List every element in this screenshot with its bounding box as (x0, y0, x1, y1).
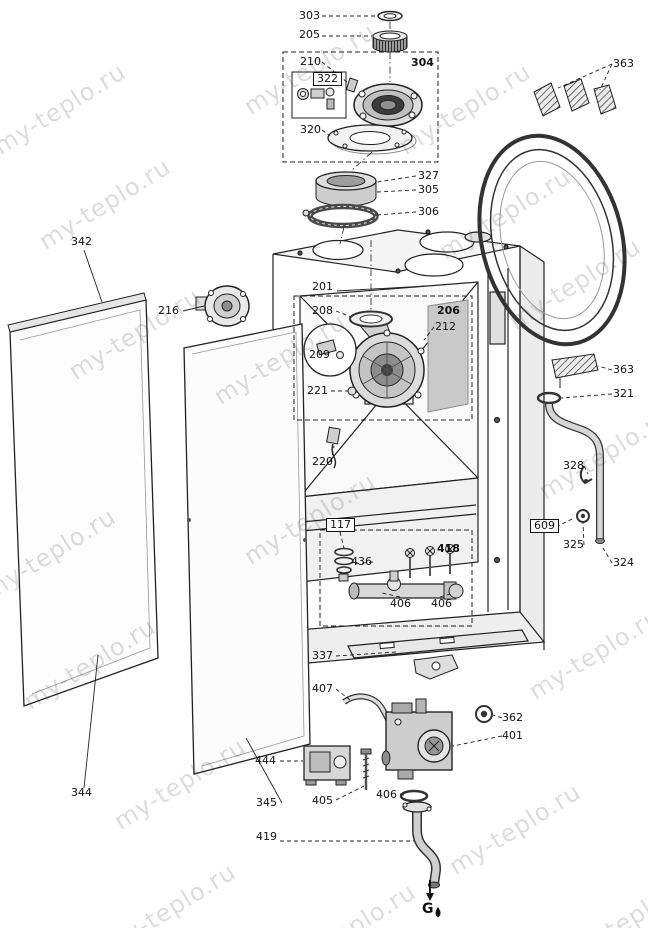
part-label-117: 117 (326, 518, 355, 533)
part-label-321: 321 (613, 387, 634, 400)
part-label-405: 405 (312, 794, 333, 807)
part-406-gasket-bottom (399, 789, 429, 803)
part-363-clamps (533, 78, 617, 117)
part-label-345: 345 (256, 796, 277, 809)
gas-flow-arrow (426, 880, 434, 901)
axis-lines (339, 22, 391, 310)
part-label-209: 209 (309, 348, 330, 361)
leader-lines-solid (83, 249, 427, 804)
assembly-box-304 (282, 51, 439, 163)
assembly-box-206 (293, 295, 473, 421)
leader-lines (280, 15, 613, 842)
part-337-rail (347, 629, 529, 680)
part-side-panel-back (7, 292, 159, 707)
part-363-bracket (551, 353, 599, 388)
part-label-303: 303 (299, 9, 320, 22)
part-label-342: 342 (71, 235, 92, 248)
part-label-210: 210 (300, 55, 321, 68)
part-label-325: 325 (563, 538, 584, 551)
part-label-212: 212 (435, 320, 456, 333)
part-label-407: 407 (312, 682, 333, 695)
part-label-362: 362 (502, 711, 523, 724)
part-label-327: 327 (418, 169, 439, 182)
part-label-205: 205 (299, 28, 320, 41)
part-216-motor (195, 285, 250, 327)
part-220-sensor (326, 426, 341, 469)
part-label-406: 406 (390, 597, 411, 610)
part-label-320: 320 (300, 123, 321, 136)
part-362-grommet (475, 705, 493, 723)
part-label-G: G (422, 901, 434, 917)
part-label-305: 305 (418, 183, 439, 196)
part-label-221: 221 (307, 384, 328, 397)
part-401-gas-valve (381, 698, 453, 780)
part-205-cap (372, 30, 408, 53)
part-label-328: 328 (563, 459, 584, 472)
part-324-pipe (545, 403, 605, 544)
part-label-418: 418 (437, 542, 460, 555)
part-306-gasket (302, 203, 379, 229)
part-label-444: 444 (255, 754, 276, 767)
part-label-201: 201 (312, 280, 333, 293)
assembly-box-418 (319, 529, 473, 627)
part-303-washer (377, 10, 403, 22)
part-label-206: 206 (437, 304, 460, 317)
part-label-306: 306 (418, 205, 439, 218)
part-321-gasket (536, 391, 562, 405)
part-444-ignition-unit (303, 745, 351, 786)
part-305-insulation (315, 171, 377, 207)
part-label-363: 363 (613, 57, 634, 70)
gas-drop-icon (435, 907, 441, 918)
part-label-324: 324 (613, 556, 634, 569)
part-label-406: 406 (431, 597, 452, 610)
part-label-344: 344 (71, 786, 92, 799)
part-328-clip (579, 465, 593, 485)
part-label-406: 406 (376, 788, 397, 801)
part-label-216: 216 (158, 304, 179, 317)
part-419-pipe (402, 801, 441, 889)
part-325-grommet (576, 509, 590, 523)
part-label-401: 401 (502, 729, 523, 742)
part-label-609: 609 (530, 519, 559, 534)
part-label-220: 220 (312, 455, 333, 468)
part-label-304: 304 (411, 56, 434, 69)
part-label-363: 363 (613, 363, 634, 376)
part-label-419: 419 (256, 830, 277, 843)
part-door-ring (477, 133, 627, 347)
part-label-436: 436 (351, 555, 372, 568)
part-label-337: 337 (312, 649, 333, 662)
part-label-322: 322 (313, 72, 342, 87)
part-405-screw (360, 748, 372, 790)
part-label-208: 208 (312, 304, 333, 317)
